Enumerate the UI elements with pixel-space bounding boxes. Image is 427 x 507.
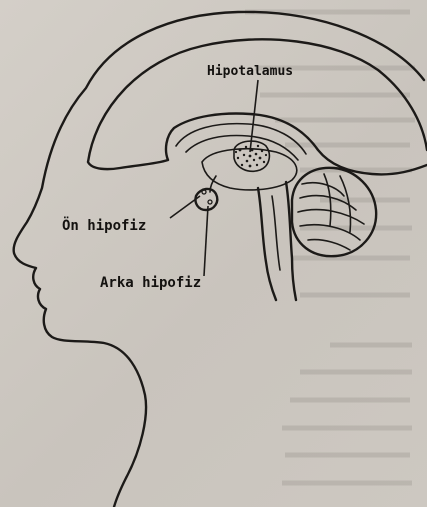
pituitary-anterior-lobe xyxy=(202,190,206,194)
leader-line-anterior-pituitary xyxy=(170,196,200,218)
cerebrum-outline xyxy=(88,39,427,174)
brainstem-inner xyxy=(272,196,280,270)
pituitary-posterior-lobe xyxy=(208,200,212,204)
label-hypothalamus: Hipotalamus xyxy=(207,64,293,79)
corpus-callosum xyxy=(176,124,306,160)
label-anterior-pituitary: Ön hipofiz xyxy=(62,218,146,234)
label-posterior-pituitary: Arka hipofiz xyxy=(100,275,201,291)
cerebellum-folia xyxy=(298,174,364,250)
bleed-through-text xyxy=(245,12,415,483)
hypothalamus-outline xyxy=(234,141,269,171)
leader-line-posterior-pituitary xyxy=(204,206,208,276)
